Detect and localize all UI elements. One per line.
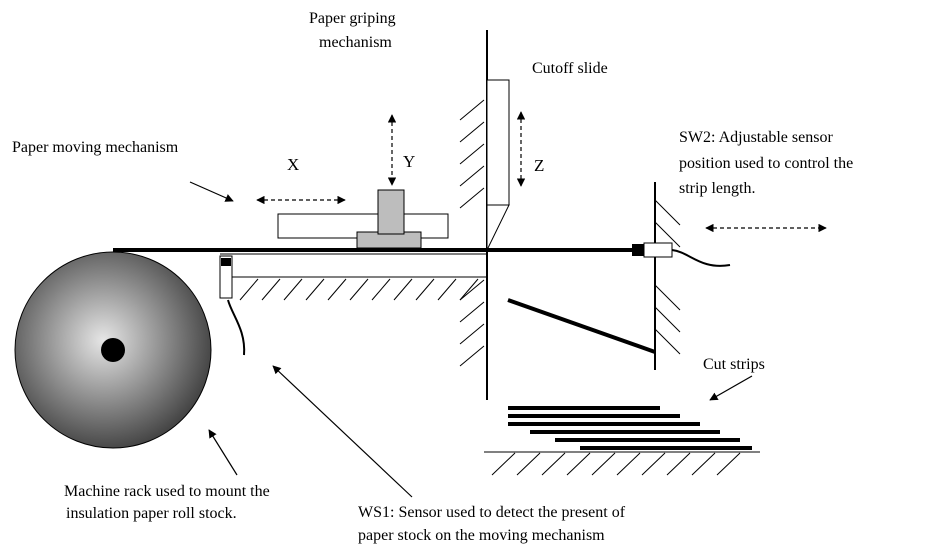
label-sw2-3: strip length. <box>679 180 755 197</box>
leader-arrows <box>189 181 753 498</box>
label-moving-mechanism: Paper moving mechanism <box>12 139 179 156</box>
label-cutoff-slide: Cutoff slide <box>532 60 608 77</box>
axis-arrows <box>256 111 827 233</box>
label-ws1-2: paper stock on the moving mechanism <box>358 527 605 544</box>
cutoff-wall <box>459 30 488 400</box>
label-rack-1: Machine rack used to mount the <box>64 483 270 500</box>
label-ws1-1: WS1: Sensor used to detect the present o… <box>358 504 626 521</box>
axis-y-label: Y <box>403 152 415 171</box>
lower-table <box>220 253 487 278</box>
gripper-head <box>377 189 405 235</box>
axis-x-label: X <box>287 155 299 174</box>
label-griping-1: Paper griping <box>309 10 396 27</box>
label-griping-2: mechanism <box>319 34 392 51</box>
axis-z-label: Z <box>534 156 544 175</box>
sw2-sensor <box>632 182 731 370</box>
label-sw2-1: SW2: Adjustable sensor <box>679 129 833 146</box>
roll-spindle <box>101 338 125 362</box>
cutoff-slide <box>486 79 510 251</box>
falling-strip <box>507 298 656 354</box>
gripper-assembly <box>277 189 449 249</box>
ws1-sensor <box>219 255 246 356</box>
paper-roll <box>14 251 212 449</box>
label-cut-strips: Cut strips <box>703 356 765 373</box>
label-sw2-2: position used to control the <box>679 155 853 172</box>
cut-strips-stack <box>484 406 760 476</box>
table-hatching <box>239 278 479 301</box>
label-rack-2: insulation paper roll stock. <box>66 505 237 522</box>
